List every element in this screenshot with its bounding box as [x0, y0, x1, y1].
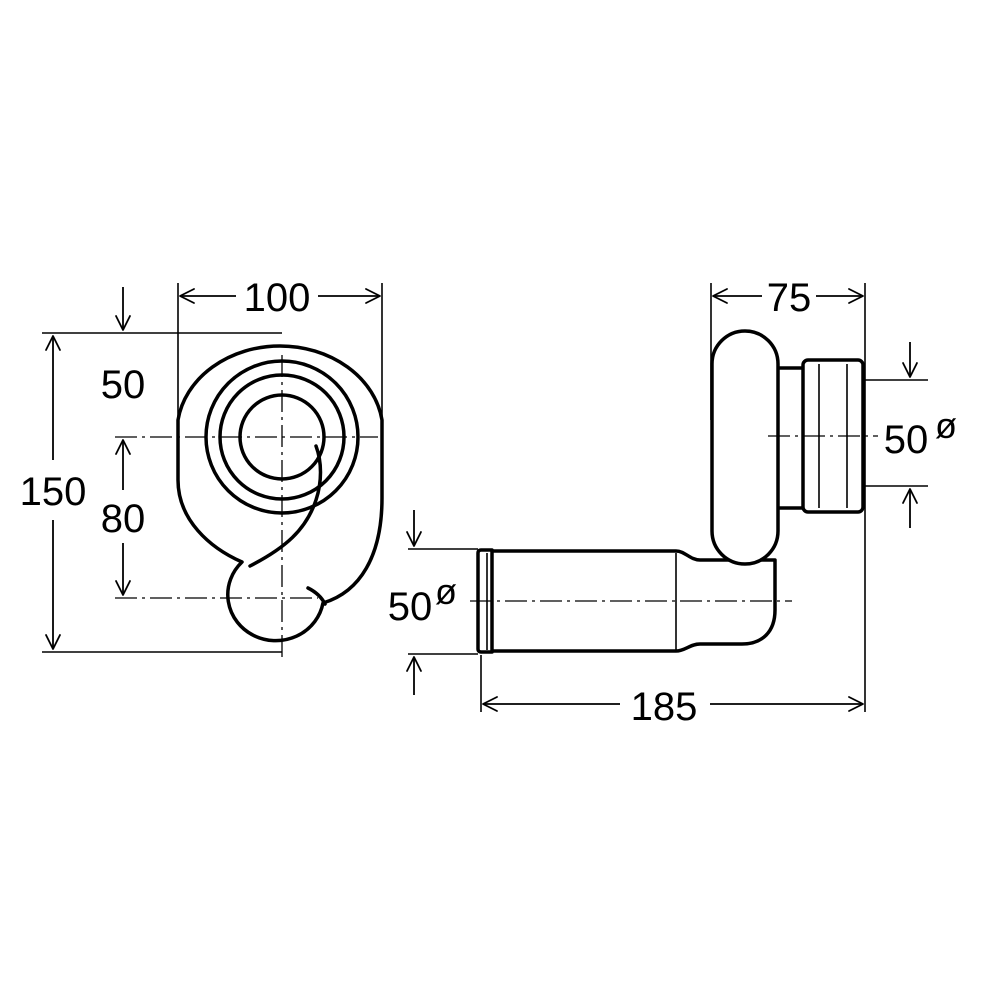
front-channel-wall: [248, 444, 323, 568]
side-outlet-diameter-label: 50: [884, 418, 929, 462]
side-inlet-diameter-dimension: 50 ø: [388, 510, 457, 695]
side-depth-dimension: 75: [712, 276, 864, 320]
side-outlet-diameter-dimension: 50 ø: [884, 342, 957, 528]
side-inlet-diameter-label: 50: [388, 585, 433, 629]
side-length-label: 185: [631, 685, 698, 729]
side-outlet-diameter-symbol: ø: [935, 405, 957, 446]
front-body-outline: [176, 344, 384, 643]
side-depth-label: 75: [767, 276, 812, 320]
front-view: 100 150 50 80: [20, 276, 384, 662]
side-inlet-diameter-symbol: ø: [435, 571, 457, 612]
front-top-offset-dimension: 50: [101, 287, 146, 407]
front-hook: [306, 586, 327, 606]
side-length-dimension: 185: [482, 685, 864, 729]
front-width-label: 100: [244, 276, 311, 320]
front-top-offset-label: 50: [101, 363, 146, 407]
front-height-dimension: 150: [20, 335, 87, 650]
side-vertical-body: [710, 329, 780, 566]
front-width-dimension: 100: [179, 276, 381, 320]
front-height-label: 150: [20, 470, 87, 514]
side-view: 75 185 50 ø 50 ø: [388, 276, 957, 729]
front-center-distance-dimension: 80: [101, 439, 146, 596]
front-center-distance-label: 80: [101, 497, 146, 541]
